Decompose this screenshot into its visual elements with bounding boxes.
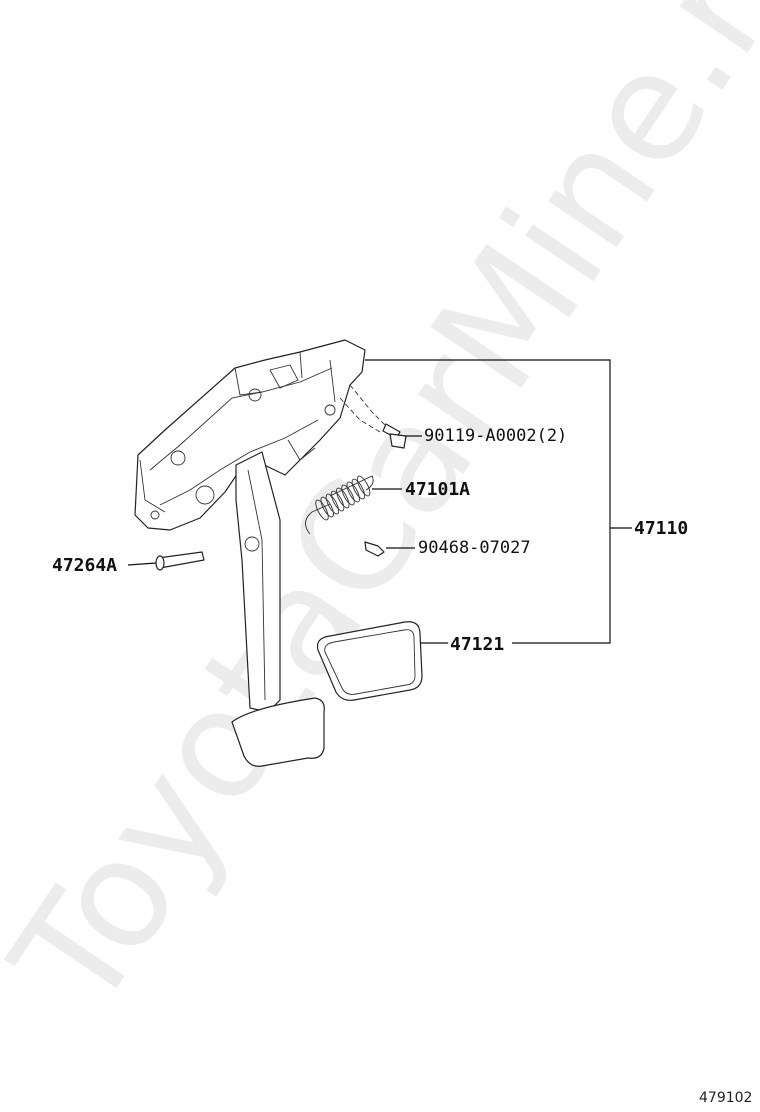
clip-part: [364, 541, 385, 557]
spring-coil: [330, 490, 345, 512]
label-assembly: 47110: [634, 518, 688, 539]
pedal-bracket: [134, 339, 366, 531]
label-bolt: 90119-A0002(2): [424, 426, 567, 446]
spring-coil: [346, 481, 360, 503]
spring-coil: [341, 484, 355, 506]
label-spring: 47101A: [405, 479, 470, 500]
leader-lines: [127, 359, 632, 644]
bolt-part: [339, 384, 407, 449]
spring-coil: [315, 499, 329, 521]
spring-coil: [325, 493, 340, 515]
spring-coil: [351, 478, 366, 500]
pin-part: [155, 551, 205, 571]
label-clip: 90468-07027: [418, 538, 531, 558]
spring-coil: [356, 475, 371, 497]
figure-number: 479102: [699, 1090, 752, 1106]
spring-part: [305, 475, 374, 535]
spring-coil: [336, 487, 350, 509]
label-pin: 47264A: [52, 555, 117, 576]
pedal-arm: [231, 451, 325, 767]
pedal-pad-part: [316, 621, 423, 701]
label-pad: 47121: [450, 634, 504, 655]
spring-coil: [320, 496, 334, 518]
